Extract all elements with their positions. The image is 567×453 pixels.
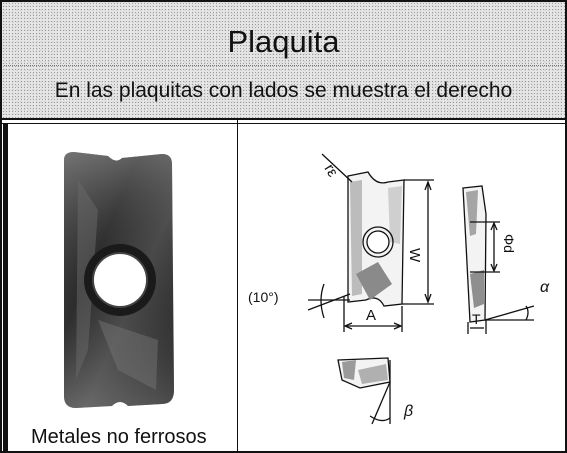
- angle-ref-label: (10°): [248, 289, 279, 305]
- hole-diameter-label: Φd: [501, 234, 517, 253]
- insert-photo: [64, 152, 174, 408]
- column-divider: [237, 118, 238, 451]
- header-divider: [4, 65, 563, 66]
- header-separator-thin: [2, 123, 565, 124]
- corner-radius-label: rε: [321, 161, 342, 180]
- clearance-angle-label: α: [540, 279, 550, 296]
- insert-technical-drawing: rε W A (10°) Φd T α β: [248, 153, 550, 425]
- header-panel: Plaquita En las plaquitas con lados se m…: [2, 2, 565, 118]
- header-separator: [2, 118, 565, 120]
- thickness-label: T: [472, 311, 481, 327]
- length-label: A: [366, 307, 376, 324]
- page-title: Plaquita: [227, 24, 340, 59]
- width-label: W: [406, 248, 423, 263]
- header-subtitle: En las plaquitas con lados se muestra el…: [54, 79, 513, 102]
- rake-angle-label: β: [403, 403, 413, 420]
- material-caption: Metales no ferrosos: [31, 426, 207, 448]
- left-border-bar: [3, 124, 8, 451]
